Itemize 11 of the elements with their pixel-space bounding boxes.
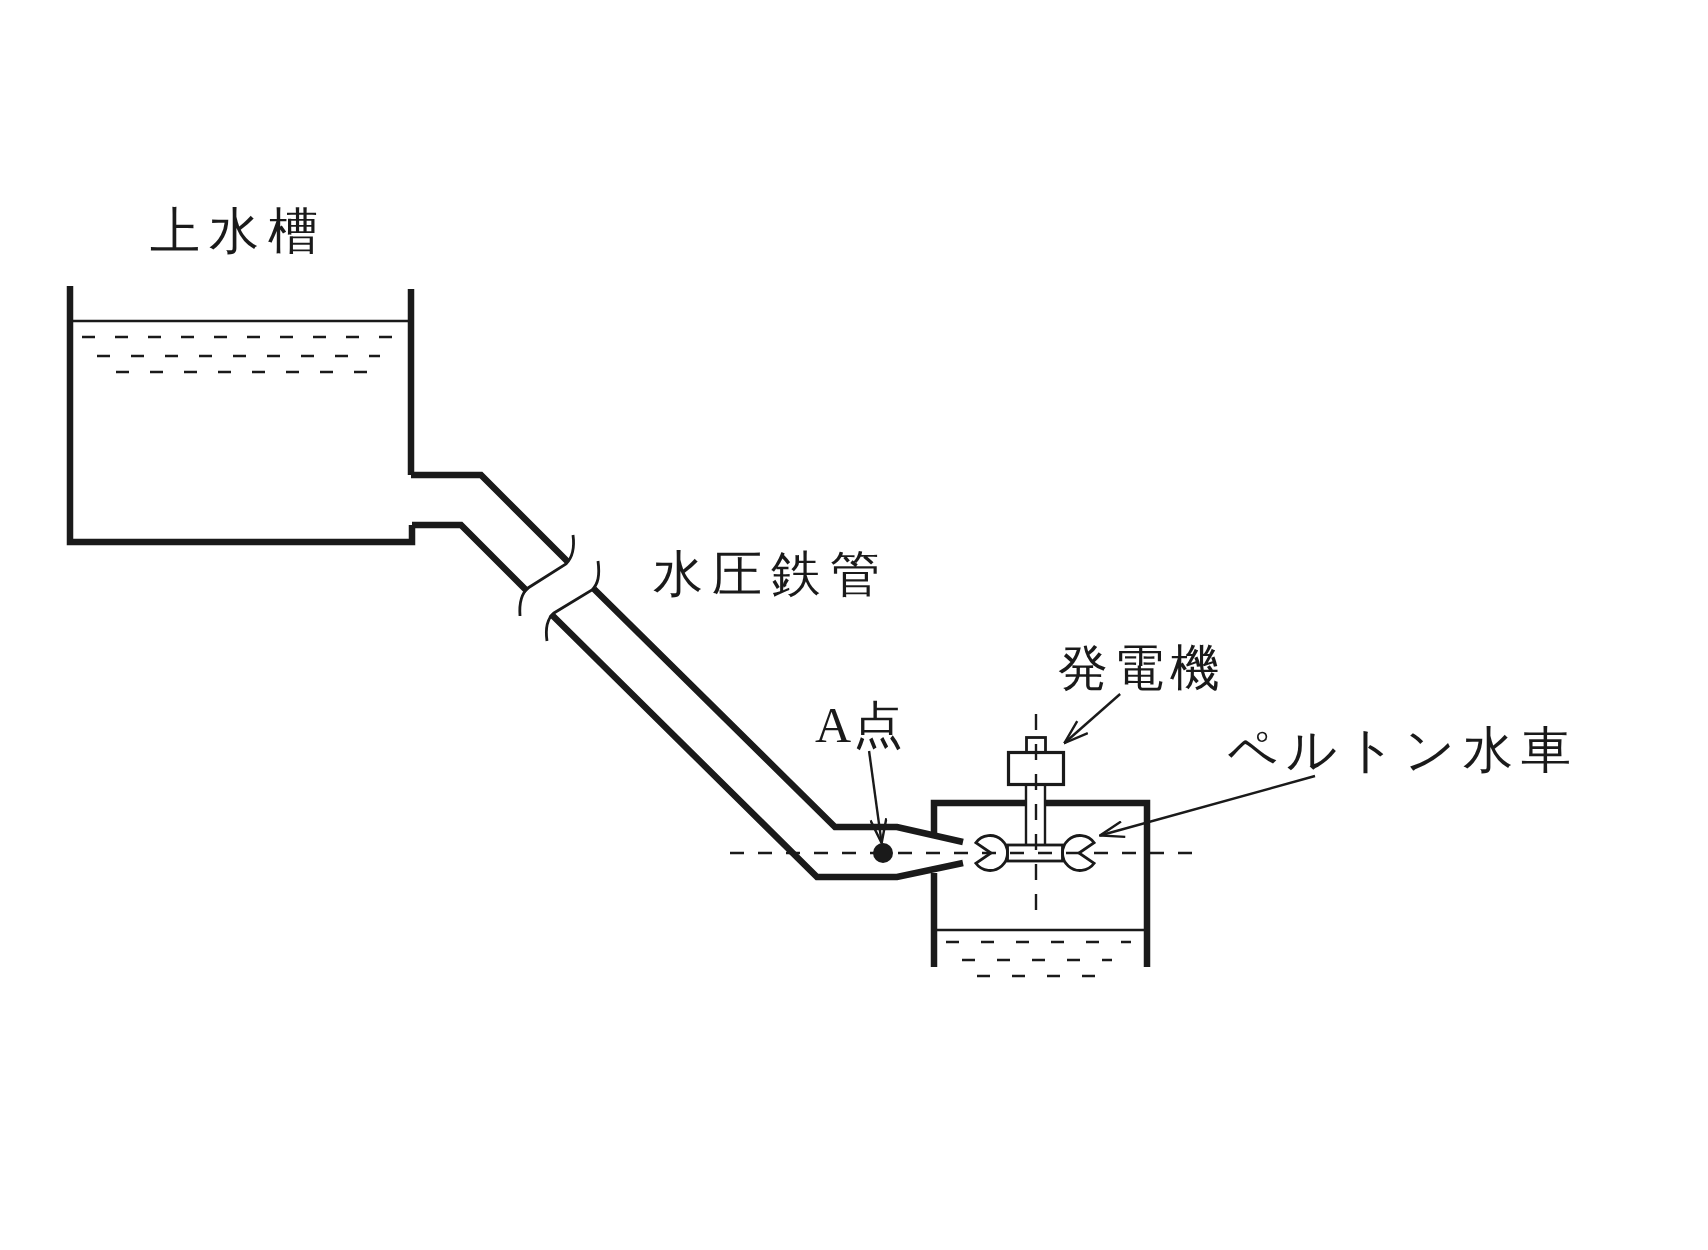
callout-label: A点 xyxy=(815,699,906,751)
leader-line xyxy=(1063,693,1121,745)
leader-line xyxy=(867,750,888,845)
part-label: 上水槽 xyxy=(150,205,327,257)
leader-line xyxy=(1098,774,1316,839)
callout-label: ペルトン水車 xyxy=(1227,724,1579,776)
generator-symbol xyxy=(1006,735,1065,786)
callout-label: 発電機 xyxy=(1058,642,1226,694)
part-label: 水圧鉄管 xyxy=(653,548,889,600)
shaft xyxy=(1024,784,1047,836)
point-marker xyxy=(873,843,893,863)
